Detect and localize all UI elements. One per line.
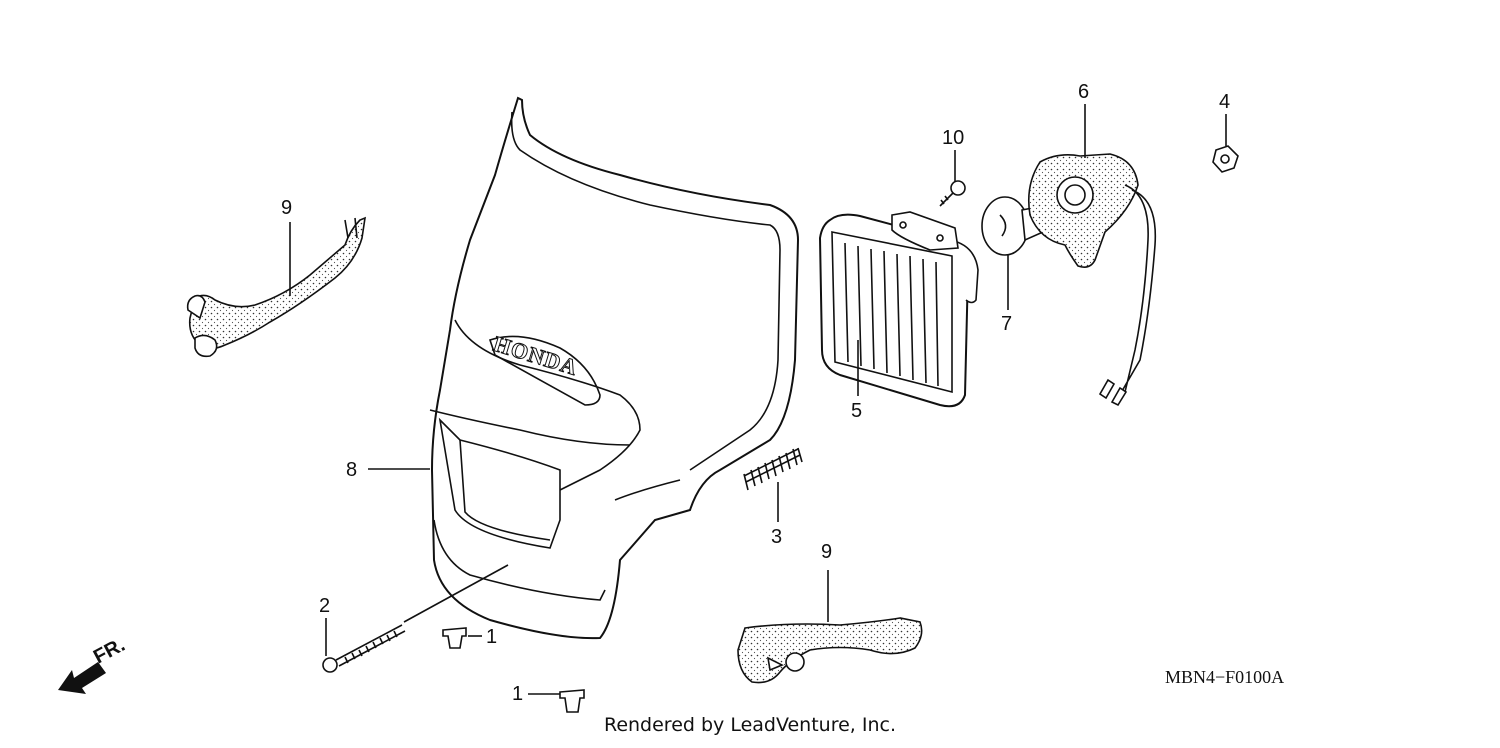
grommet-part-1-upper: [442, 627, 467, 649]
headlight-bracket-part-9-bottom: [737, 617, 923, 684]
callout-9-left: 9: [281, 197, 292, 219]
headlight-cowl-part-8: HONDA: [429, 96, 800, 640]
footer-credit: Rendered by LeadVenture, Inc.: [603, 714, 897, 736]
callout-5: 5: [851, 400, 862, 422]
callout-2: 2: [319, 595, 330, 617]
headlight-part-5: [818, 211, 979, 408]
screw-part-2: [322, 624, 406, 673]
socket-part-6: [1027, 153, 1157, 407]
nut-part-4: [1212, 145, 1239, 173]
direction-label: FR.: [90, 634, 129, 669]
callout-1-lower: 1: [512, 683, 523, 705]
screw-part-10: [939, 180, 966, 207]
grommet-part-1-lower: [559, 689, 585, 713]
callout-6: 6: [1078, 81, 1089, 103]
callout-1-upper: 1: [486, 626, 497, 648]
callout-7: 7: [1001, 313, 1012, 335]
front-direction-arrow: FR.: [58, 634, 129, 694]
leader-lines: [289, 104, 1227, 695]
callout-10: 10: [942, 127, 964, 149]
spring-part-3: [743, 447, 803, 491]
callout-3: 3: [771, 526, 782, 548]
diagram-code: MBN4−F0100A: [1165, 667, 1284, 687]
callout-9-bottom: 9: [821, 541, 832, 563]
callout-4: 4: [1219, 91, 1230, 113]
callout-8: 8: [346, 459, 357, 481]
headlight-bracket-part-9-left: [186, 216, 366, 358]
